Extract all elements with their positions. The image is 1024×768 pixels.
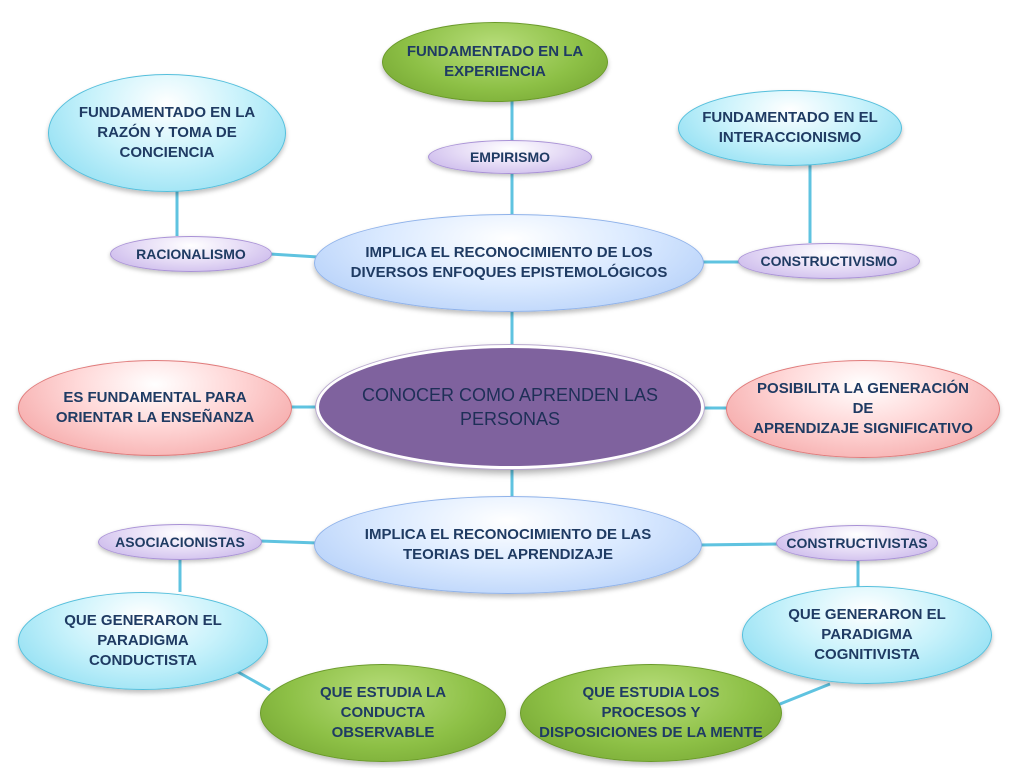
node-text-line: ORIENTAR LA ENSEÑANZA [55, 409, 255, 426]
node-text-line: ES FUNDAMENTAL PARA [63, 388, 247, 406]
node-conducta-observable: QUE ESTUDIA LA CONDUCTA OBSERVABLE [260, 664, 506, 762]
connector-theories-constructivistas [697, 542, 779, 547]
node-fundamentado-experiencia: FUNDAMENTADO EN LA EXPERIENCIA [382, 22, 608, 102]
node-label: EMPIRISMO [469, 148, 551, 165]
node-empirismo: EMPIRISMO [428, 140, 592, 174]
node-text-line: PARADIGMA [821, 625, 913, 643]
node-racionalismo: RACIONALISMO [110, 236, 272, 272]
node-asociacionistas: ASOCIACIONISTAS [98, 524, 262, 560]
node-text-line: PARADIGMA [97, 631, 189, 649]
node-text-line: DISPOSICIONES DE LA MENTE [539, 724, 763, 742]
node-text-line: COGNITIVISTA [814, 646, 920, 664]
node-text-line: PERSONAS [459, 409, 561, 429]
node-text-line: DIVERSOS ENFOQUES EPISTEMOLÓGICOS [350, 264, 668, 281]
node-constructivismo: CONSTRUCTIVISMO [738, 243, 920, 279]
node-text-line: APRENDIZAJE SIGNIFICATIVO [753, 420, 973, 438]
node-aprendizaje-significativo: POSIBILITA LA GENERACIÓN DE APRENDIZAJE … [726, 360, 1000, 458]
node-central-concept: CONOCER COMO APRENDEN LAS PERSONAS [316, 345, 704, 469]
node-constructivistas: CONSTRUCTIVISTAS [776, 525, 938, 561]
node-enfoques-epistemologicos: IMPLICA EL RECONOCIMIENTO DE LOS DIVERSO… [314, 214, 704, 312]
node-fundamentado-interaccionismo: FUNDAMENTADO EN EL INTERACCIONISMO [678, 90, 902, 166]
node-text-line: EXPERIENCIA [444, 63, 546, 80]
connector-racionalismo-epistemology [269, 252, 319, 259]
node-text-line: CONDUCTISTA [88, 652, 198, 670]
node-text-line: FUNDAMENTADO EN EL [702, 108, 878, 126]
node-text-line: OBSERVABLE [331, 724, 435, 742]
node-text-line: QUE GENERARON EL [64, 611, 222, 629]
connector-asociacionistas-theories [259, 539, 319, 545]
node-text-line: INTERACCIONISMO [718, 129, 862, 146]
node-orientar-ensenanza: ES FUNDAMENTAL PARA ORIENTAR LA ENSEÑANZ… [18, 360, 292, 456]
node-label: CONSTRUCTIVISTAS [786, 534, 928, 551]
node-text-line: QUE GENERARON EL [788, 605, 946, 623]
node-text-line: IMPLICA EL RECONOCIMIENTO DE LOS [365, 243, 653, 261]
connector-conductista-conducta [237, 670, 271, 692]
node-text-line: QUE ESTUDIA LOS PROCESOS Y [582, 683, 720, 721]
node-text-line: RAZÓN Y TOMA DE [97, 123, 237, 141]
node-text-line: TEORIAS DEL APRENDIZAJE [402, 546, 614, 563]
node-text-line: FUNDAMENTADO EN LA [78, 103, 256, 121]
node-text-line: FUNDAMENTADO EN LA [406, 42, 584, 60]
node-fundamentado-razon: FUNDAMENTADO EN LA RAZÓN Y TOMA DE CONCI… [48, 74, 286, 192]
node-paradigma-conductista: QUE GENERARON EL PARADIGMA CONDUCTISTA [18, 592, 268, 690]
node-label: RACIONALISMO [136, 245, 246, 262]
node-text-line: IMPLICA EL RECONOCIMIENTO DE LAS [364, 525, 652, 543]
node-text-line: CONOCER COMO APRENDEN LAS [361, 384, 659, 405]
node-paradigma-cognitivista: QUE GENERARON EL PARADIGMA COGNITIVISTA [742, 586, 992, 684]
node-label: ASOCIACIONISTAS [115, 533, 245, 550]
node-text-line: POSIBILITA LA GENERACIÓN DE [757, 379, 969, 417]
node-text-line: CONCIENCIA [119, 144, 215, 162]
node-procesos-mente: QUE ESTUDIA LOS PROCESOS Y DISPOSICIONES… [520, 664, 782, 762]
node-label: CONSTRUCTIVISMO [760, 252, 898, 269]
node-teorias-aprendizaje: IMPLICA EL RECONOCIMIENTO DE LAS TEORIAS… [314, 496, 702, 594]
node-text-line: QUE ESTUDIA LA CONDUCTA [319, 683, 447, 721]
